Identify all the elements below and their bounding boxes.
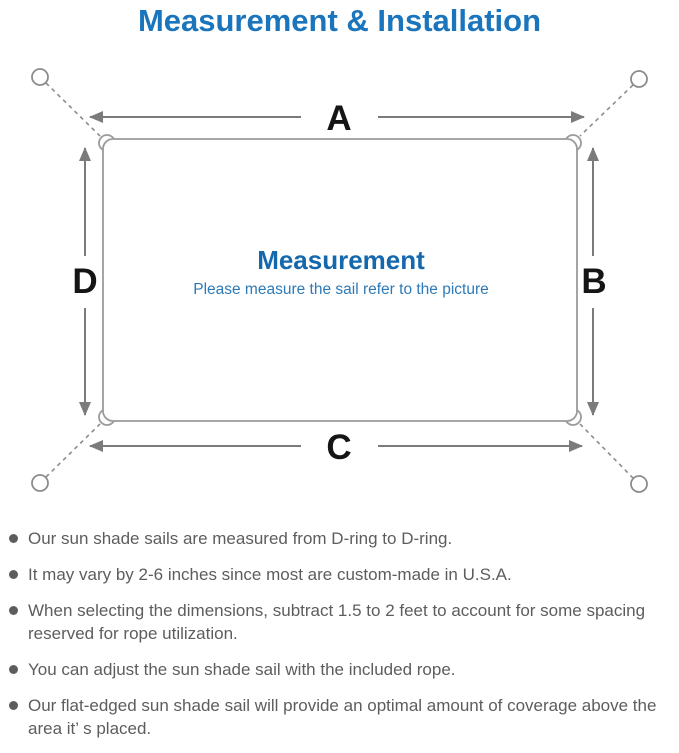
rope-dashed-top-left: [45, 82, 101, 137]
sail-outline: [102, 138, 578, 422]
anchor-ring-icon-bottom-left: [31, 474, 49, 492]
list-item: Our sun shade sails are measured from D-…: [9, 527, 673, 550]
rope-dashed-bottom-right: [579, 423, 634, 479]
note-text: It may vary by 2-6 inches since most are…: [28, 565, 512, 584]
note-text: Our sun shade sails are measured from D-…: [28, 529, 453, 548]
diagram-heading: Measurement: [257, 245, 425, 275]
list-item: Our flat-edged sun shade sail will provi…: [9, 694, 673, 740]
measurement-diagram: A C D B Measurement Please measure the s…: [0, 60, 679, 525]
list-item: It may vary by 2-6 inches since most are…: [9, 563, 673, 586]
bullet-dot-icon: [9, 570, 18, 579]
anchor-ring-icon-top-left: [31, 68, 49, 86]
bullet-dot-icon: [9, 665, 18, 674]
rope-dashed-bottom-left: [45, 423, 101, 478]
anchor-ring-icon-top-right: [630, 70, 648, 88]
anchor-ring-icon-bottom-right: [630, 475, 648, 493]
dim-label-c: C: [326, 428, 351, 467]
sail-diagram-svg: A C D B Measurement Please measure the s…: [31, 68, 648, 493]
rope-dashed-top-right: [579, 84, 634, 137]
notes-list: Our sun shade sails are measured from D-…: [9, 527, 673, 753]
bullet-dot-icon: [9, 701, 18, 710]
bullet-dot-icon: [9, 534, 18, 543]
dim-label-b: B: [581, 262, 606, 301]
list-item: When selecting the dimensions, subtract …: [9, 599, 673, 645]
diagram-subheading: Please measure the sail refer to the pic…: [193, 281, 489, 298]
note-text: Our flat-edged sun shade sail will provi…: [28, 696, 657, 738]
note-text: You can adjust the sun shade sail with t…: [28, 660, 456, 679]
dim-label-a: A: [326, 99, 351, 138]
list-item: You can adjust the sun shade sail with t…: [9, 658, 673, 681]
note-text: When selecting the dimensions, subtract …: [28, 601, 646, 643]
bullet-dot-icon: [9, 606, 18, 615]
page-title: Measurement & Installation: [137, 3, 542, 38]
dim-label-d: D: [72, 262, 97, 301]
